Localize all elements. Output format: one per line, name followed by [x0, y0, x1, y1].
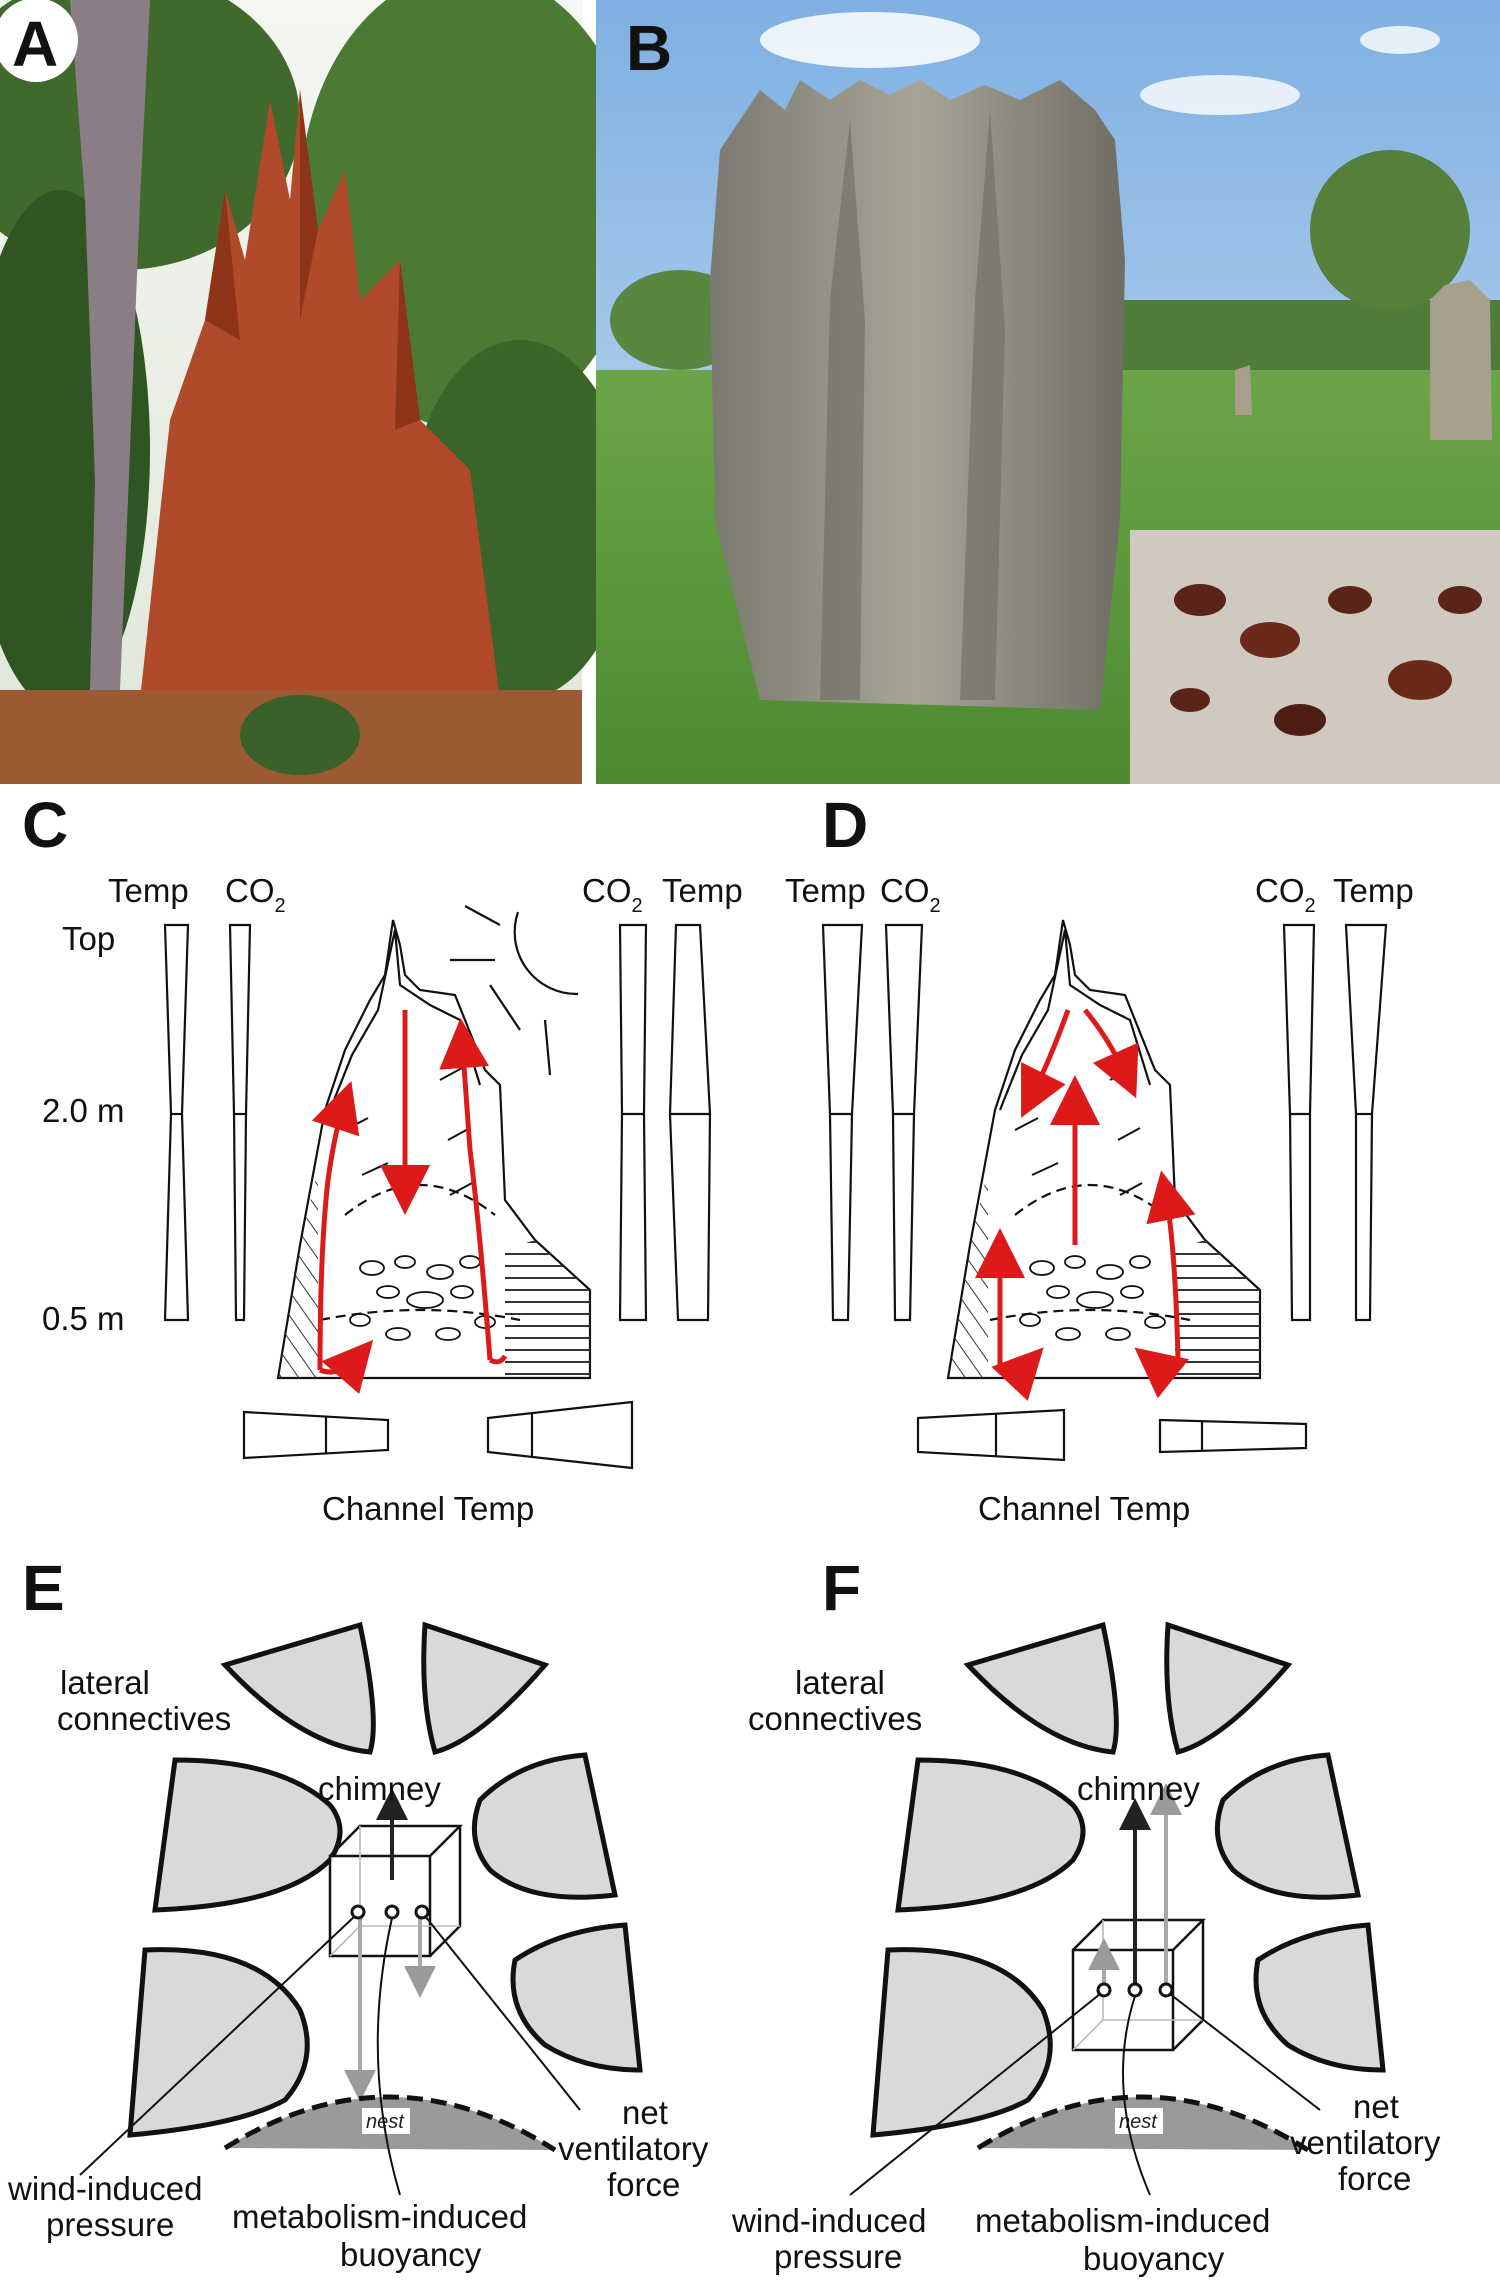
- photo-panel-a: A: [0, 0, 640, 784]
- panel-letter-b: B: [626, 12, 672, 84]
- d-channel-bar-left: [916, 1408, 1066, 1462]
- level-2m-label: 2.0 m: [42, 1092, 125, 1129]
- d-right-temp-bar: [1344, 923, 1388, 1322]
- e-control-volume-cube: [328, 1824, 464, 1958]
- panel-letter-a: A: [12, 8, 58, 80]
- f-nest-label: nest: [1119, 2111, 1158, 2133]
- photo-panel-b: B: [596, 0, 1500, 784]
- panel-letter-d: D: [822, 789, 868, 861]
- e-net-label-2: ventilatory: [558, 2130, 709, 2167]
- e-metabolism-label-2: buoyancy: [340, 2236, 482, 2273]
- d-left-temp-label: Temp: [785, 872, 866, 909]
- d-right-temp-label: Temp: [1333, 872, 1414, 909]
- c-left-co2-bar: [228, 923, 252, 1322]
- c-channel-temp-label: Channel Temp: [322, 1490, 534, 1527]
- c-left-temp-label: Temp: [108, 872, 189, 909]
- f-chimney-label: chimney: [1077, 1770, 1200, 1807]
- e-lateral-label-2: connectives: [57, 1700, 231, 1737]
- f-net-label-1: net: [1353, 2088, 1399, 2125]
- c-right-temp-label: Temp: [662, 872, 743, 909]
- e-net-label-1: net: [622, 2094, 668, 2131]
- e-net-label-3: force: [607, 2166, 680, 2203]
- d-left-co2-label: CO2: [880, 872, 941, 917]
- f-metabolism-label-2: buoyancy: [1083, 2240, 1225, 2277]
- f-lateral-regions: [870, 1621, 1386, 2138]
- d-left-co2-bar: [884, 923, 924, 1322]
- f-wind-label-2: pressure: [774, 2238, 902, 2275]
- c-left-temp-bar: [163, 923, 190, 1322]
- f-lateral-label-2: connectives: [748, 1700, 922, 1737]
- level-top-label: Top: [62, 920, 115, 957]
- f-net-label-2: ventilatory: [1290, 2124, 1441, 2161]
- e-metabolism-label-1: metabolism-induced: [232, 2198, 527, 2235]
- e-chimney-label: chimney: [318, 1770, 441, 1807]
- e-nest-label: nest: [366, 2111, 405, 2133]
- d-channel-temp-label: Channel Temp: [978, 1490, 1190, 1527]
- diagram-panel-e: E nest: [7, 1552, 709, 2273]
- c-right-co2-bar: [618, 923, 648, 1322]
- f-net-label-3: force: [1338, 2160, 1411, 2197]
- mound-section-c: [276, 919, 592, 1380]
- panel-letter-c: C: [22, 789, 68, 861]
- diagram-panel-f: F nest: [731, 1552, 1441, 2277]
- c-channel-bar-left: [242, 1410, 390, 1460]
- d-left-temp-bar: [821, 923, 864, 1322]
- c-left-co2-label: CO2: [225, 872, 286, 917]
- airflow-arrows-d: [975, 1008, 1196, 1401]
- d-channel-bar-right: [1158, 1418, 1308, 1454]
- sun-icon: [450, 905, 579, 1076]
- airflow-arrows-c: [311, 1010, 508, 1395]
- e-wind-label-2: pressure: [46, 2206, 174, 2243]
- c-right-temp-bar: [668, 923, 712, 1322]
- e-wind-label-1: wind-induced: [7, 2170, 202, 2207]
- panel-letter-e: E: [22, 1552, 65, 1624]
- level-05m-label: 0.5 m: [42, 1300, 125, 1337]
- diagram-panel-d: D Temp CO2 CO2 Temp: [785, 789, 1414, 1527]
- c-right-co2-label: CO2: [582, 872, 643, 917]
- c-channel-bar-right: [486, 1400, 634, 1470]
- f-metabolism-label-1: metabolism-induced: [975, 2202, 1270, 2239]
- f-lateral-label-1: lateral: [795, 1664, 885, 1701]
- panel-letter-f: F: [822, 1552, 861, 1624]
- f-wind-label-1: wind-induced: [731, 2202, 926, 2239]
- e-lateral-regions: [127, 1621, 643, 2138]
- d-right-co2-label: CO2: [1255, 872, 1316, 917]
- diagram-panel-c: C Temp CO2 CO2 Temp Top 2.0 m 0.5 m: [22, 789, 743, 1527]
- d-right-co2-bar: [1282, 923, 1316, 1322]
- mound-section-d: [946, 919, 1262, 1380]
- e-lateral-label-1: lateral: [60, 1664, 150, 1701]
